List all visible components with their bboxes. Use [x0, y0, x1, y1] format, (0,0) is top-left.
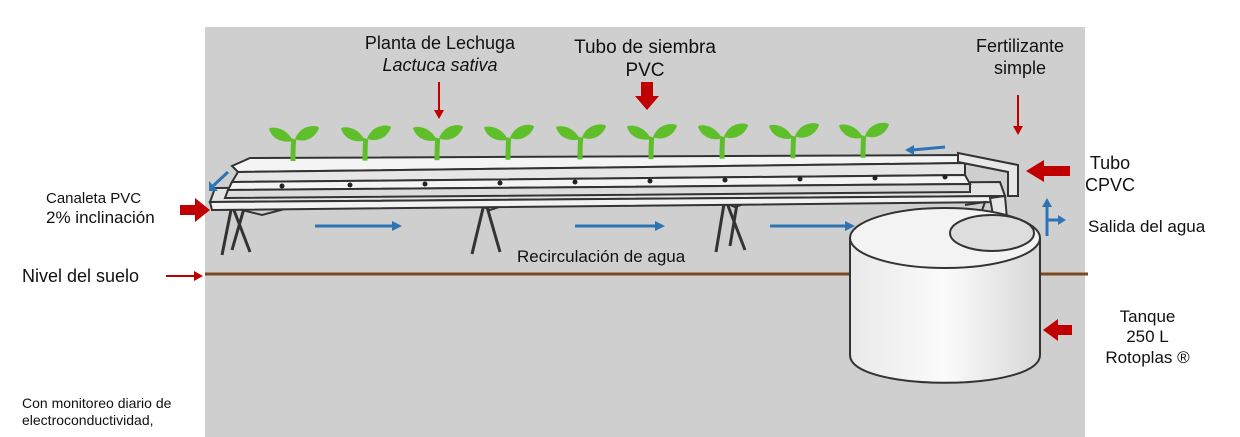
- channel-label-line2: 2% inclinación: [46, 208, 155, 227]
- lettuce-seedling-icon: [484, 124, 534, 160]
- cpvc-pointer-arrow: [1026, 160, 1070, 182]
- lettuce-seedling-icon: [698, 123, 748, 159]
- tube-holes: [279, 174, 948, 189]
- ground-pointer-arrowhead: [194, 271, 203, 281]
- tank-label: Tanque 250 L Rotoplas ®: [1090, 307, 1205, 368]
- tank-label-line1: Tanque: [1119, 307, 1176, 326]
- outlet-label: Salida del agua: [1088, 217, 1206, 236]
- plant-label-name: Planta de Lechuga: [364, 33, 516, 53]
- tank-label-line3: Rotoplas ®: [1105, 347, 1190, 367]
- tube-label-line2: PVC: [625, 59, 665, 81]
- fertilizer-pointer-arrowhead: [1013, 126, 1023, 135]
- fertilizer-label-line1: Fertilizante: [975, 36, 1065, 56]
- lettuce-seedling-icon: [341, 125, 391, 161]
- lettuce-seedling-icon: [556, 124, 606, 160]
- tank-label-line2: 250 L: [1126, 327, 1169, 347]
- tube-label: Tubo de siembra PVC: [555, 37, 735, 83]
- fertilizer-label: Fertilizante simple: [960, 36, 1080, 79]
- planting-tubes: [223, 153, 972, 200]
- monitoring-note: Con monitoreo diario de electroconductiv…: [22, 395, 171, 429]
- tube-pointer-arrow: [635, 82, 659, 110]
- monitoring-note-line2: electroconductividad,: [22, 411, 154, 428]
- lettuce-plants: [269, 122, 889, 162]
- tank-pointer-arrow: [1043, 319, 1072, 341]
- flow-arrow-top: [911, 145, 946, 152]
- lettuce-seedling-icon: [269, 125, 319, 162]
- red-arrows: [166, 82, 1072, 341]
- fertilizer-label-line2: simple: [993, 57, 1046, 78]
- lettuce-seedling-icon: [627, 123, 677, 160]
- channel-pointer-arrow: [180, 198, 210, 222]
- flow-arrow-left-corner: [211, 170, 230, 188]
- cpvc-label-line2: CPVC: [1084, 174, 1135, 195]
- cpvc-label: Tubo CPVC: [1080, 153, 1140, 196]
- plant-pointer-arrowhead: [434, 110, 444, 119]
- cpvc-label-line1: Tubo: [1089, 153, 1131, 173]
- tube-label-line1: Tubo de siembra: [574, 37, 716, 58]
- recirculation-label: Recirculación de agua: [517, 247, 686, 266]
- plant-label-species: Lactuca sativa: [382, 54, 498, 75]
- lettuce-seedling-icon: [413, 125, 463, 161]
- lettuce-seedling-icon: [769, 123, 819, 159]
- lettuce-seedling-icon: [839, 122, 889, 158]
- monitoring-note-line1: Con monitoreo diario de: [22, 395, 172, 411]
- plant-label: Planta de Lechuga Lactuca sativa: [340, 33, 540, 76]
- water-tank: [849, 207, 1041, 384]
- channel-label-line1: Canaleta PVC: [46, 190, 142, 207]
- ground-label: Nivel del suelo: [22, 266, 140, 286]
- channel-label: Canaleta PVC 2% inclinación: [46, 190, 155, 228]
- blue-arrows: [209, 145, 1066, 236]
